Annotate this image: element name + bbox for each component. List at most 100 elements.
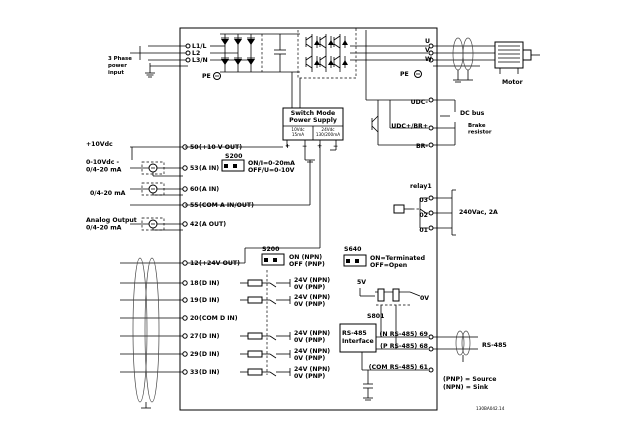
digital-terminal-20: 20(COM D IN)	[120, 315, 238, 322]
drawing-id: 130BA042.14	[476, 406, 505, 411]
relay-terminal-03: 03	[419, 197, 428, 204]
terminal-number: 29	[190, 351, 199, 358]
svg-text:+: +	[285, 143, 290, 150]
relay-coil-icon	[393, 204, 405, 214]
terminal-number: 60	[190, 186, 199, 193]
rs485-0v: 0V	[420, 295, 429, 302]
power-stage	[210, 27, 428, 146]
terminal-name: (COM D IN)	[199, 315, 238, 322]
terminal-name: (D IN)	[199, 297, 220, 304]
motor-pe-label: PE	[400, 71, 409, 78]
s200-digital-desc: ON (NPN)OFF (PNP)	[289, 254, 325, 268]
digital-terminal-19: 19(D IN)24V (NPN)0V (PNP)	[120, 294, 330, 308]
digital-terminal-27: 27(D IN)24V (NPN)0V (PNP)	[120, 330, 330, 344]
terminal-name: (D IN)	[199, 280, 220, 287]
terminal-name: (+24V OUT)	[199, 260, 240, 267]
rs485-terminal-61: (COM RS-485) 61	[369, 364, 434, 373]
terminal-number: 55	[190, 202, 199, 209]
terminal-udc-minus: UDC-	[411, 99, 429, 106]
pnp-label: 0V (PNP)	[294, 355, 325, 362]
npn-label: 24V (NPN)	[294, 366, 330, 373]
terminal-name: (A OUT)	[199, 221, 226, 228]
analog-terminal-55: 55(COM A IN/OUT)	[130, 202, 254, 209]
digital-terminal-12: 12(+24V OUT)	[120, 260, 240, 267]
terminal-u: U	[425, 38, 430, 45]
terminal-name: (COM A IN/OUT)	[199, 202, 254, 209]
motor-output: U V W PE Motor	[400, 37, 540, 86]
digital-terminal-18: 18(D IN) 24V (NPN)0V (PNP)	[120, 277, 330, 291]
mains-pe-label: PE	[202, 73, 211, 80]
analog-ext2-label: 0/4-20 mA	[90, 190, 126, 197]
motor-label: Motor	[502, 79, 524, 86]
svg-text:−: −	[333, 143, 338, 150]
analog-terminal-60: 60(A IN)	[130, 186, 219, 193]
cable-screen-icon	[452, 37, 464, 71]
svg-text:−: −	[302, 143, 307, 150]
rs485-terminal-69: (N RS-485) 69	[380, 331, 434, 340]
relay-label: relay1	[410, 183, 432, 190]
s640-label: S640	[344, 246, 362, 253]
npn-label: 24V (NPN)	[294, 277, 330, 284]
supply-10v-label: +10Vdc	[86, 141, 113, 148]
terminal-number: 33	[190, 369, 199, 376]
terminal-number: 27	[190, 333, 199, 340]
analog-source-icon	[141, 161, 183, 177]
pnp-label: 0V (PNP)	[294, 373, 325, 380]
s200-digital-label: S200	[262, 246, 280, 253]
analog-source-icon	[141, 182, 183, 196]
terminal-number: 20	[190, 315, 199, 322]
terminal-name: (A IN)	[199, 186, 219, 193]
terminal-w: W	[425, 56, 432, 63]
relay-terminal-01: 01	[419, 227, 428, 234]
terminal-l1: L1/L	[192, 43, 207, 50]
pnp-label: 0V (PNP)	[294, 337, 325, 344]
relay-block: relay1 03 02 01 240Vac, 2A	[393, 183, 498, 236]
relay-terminal-02: 02	[419, 212, 428, 219]
legend-npn: (NPN) = Sink	[443, 384, 489, 391]
svg-text:+: +	[317, 143, 322, 150]
digital-terminal-29: 29(D IN) 24V (NPN)0V (PNP)	[120, 348, 330, 362]
rs485-ext-label: RS-485	[482, 342, 507, 349]
digital-terminal-33: 33(D IN) 24V (NPN)0V (PNP)	[120, 366, 330, 380]
rs485-terminal-68: (P RS-485) 68	[380, 343, 434, 352]
analog-terminal-53: 53(A IN)	[130, 165, 219, 172]
terminal-number: 53	[190, 165, 199, 172]
terminal-number: 50	[190, 144, 199, 151]
legend-pnp: (PNP) = Source	[443, 376, 496, 383]
terminal-name: (D IN)	[199, 369, 220, 376]
npn-label: 24V (NPN)	[294, 330, 330, 337]
terminal-name: (D IN)	[199, 351, 220, 358]
terminal-name: (+10 V OUT)	[199, 144, 242, 151]
dc-bus-label: DC bus	[460, 110, 485, 117]
rs485-interface-box	[339, 323, 377, 353]
rs485-5v: 5V	[357, 279, 366, 286]
pnp-label: 0V (PNP)	[294, 301, 325, 308]
analog-source-icon	[141, 217, 183, 231]
npn-label: 24V (NPN)	[294, 348, 330, 355]
terminal-number: 19	[190, 297, 199, 304]
terminal-number: 18	[190, 280, 199, 287]
terminal-br-minus: BR-	[416, 143, 428, 150]
terminal-number: 42	[190, 221, 199, 228]
s200-analog-label: S200	[225, 153, 243, 160]
drive-enclosure	[179, 27, 438, 411]
pnp-label: 0V (PNP)	[294, 284, 325, 291]
terminal-name: (COM RS-485) 61	[369, 364, 428, 371]
terminal-l2: L2	[192, 50, 200, 57]
terminal-l3: L3/N	[192, 57, 208, 64]
relay-rating: 240Vac, 2A	[459, 209, 498, 216]
terminal-v: V	[425, 47, 430, 54]
terminal-name: (P RS-485) 68	[380, 343, 428, 350]
